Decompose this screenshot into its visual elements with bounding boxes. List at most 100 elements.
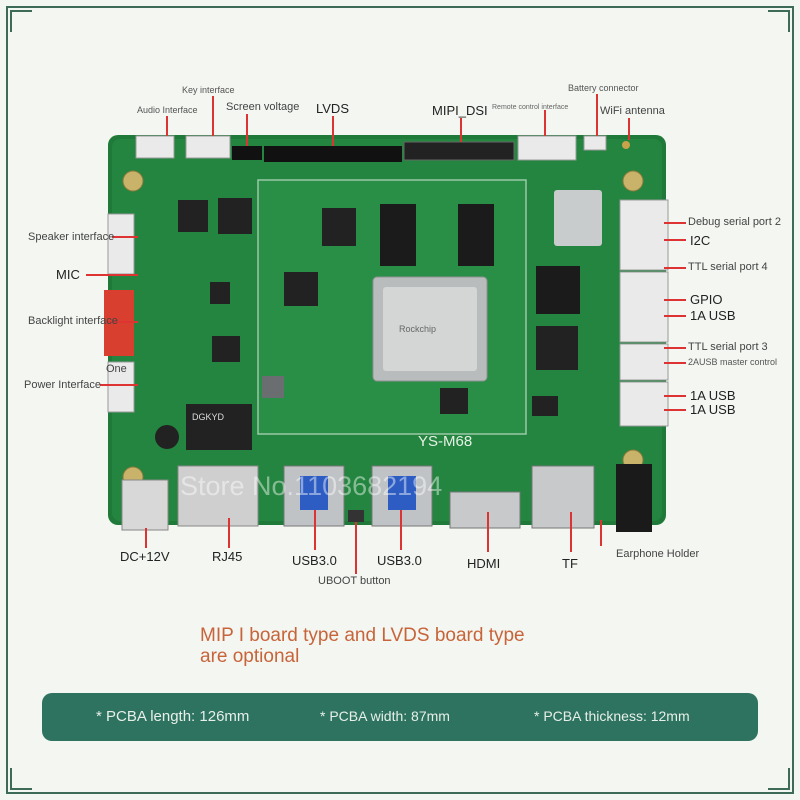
frame-corner <box>768 768 790 790</box>
chip <box>178 200 208 232</box>
indicator-line <box>228 518 230 548</box>
label-rj45: RJ45 <box>212 549 243 564</box>
indicator-line <box>664 347 686 349</box>
label-lvds: LVDS <box>316 101 349 116</box>
label-1a-usb: 1A USB <box>690 402 736 417</box>
indicator-line <box>600 520 602 546</box>
indicator-line <box>166 116 168 136</box>
frame-corner <box>768 10 790 32</box>
chip <box>210 282 230 304</box>
hdmi-port <box>449 491 521 529</box>
mipi-connector <box>403 141 515 161</box>
indicator-line <box>246 114 248 146</box>
indicator-line <box>212 96 214 136</box>
remote-connector <box>517 135 577 161</box>
chip <box>212 336 240 362</box>
inductor <box>262 376 284 398</box>
indicator-line <box>86 274 138 276</box>
frame-corner <box>10 768 32 790</box>
label-hdmi: HDMI <box>467 556 501 571</box>
label-wifi-antenna: WiFi antenna <box>600 105 665 117</box>
ram-chip <box>458 204 494 266</box>
indicator-line <box>664 409 686 411</box>
spec-length: * PCBA length: 126mm <box>96 708 250 725</box>
indicator-line <box>544 110 546 136</box>
indicator-line <box>332 116 334 146</box>
tf-slot <box>531 465 595 529</box>
indicator-line <box>664 299 686 301</box>
spec-width: * PCBA width: 87mm <box>320 708 450 724</box>
indicator-line <box>570 512 572 552</box>
label-mipi-dsi: MIPI_DSI <box>432 103 488 118</box>
label-speaker-interface: Speaker interface <box>28 231 115 243</box>
label-mic: MIC <box>56 267 80 282</box>
usb-header <box>619 381 669 427</box>
module-text: DGKYD <box>192 412 225 422</box>
spec-thickness: * PCBA thickness: 12mm <box>534 708 690 724</box>
battery-socket <box>583 135 607 151</box>
label-one: One <box>106 363 127 375</box>
label-power-interface: Power Interface <box>24 379 102 391</box>
gpio-header <box>619 271 669 343</box>
label-dc-12v: DC+12V <box>120 549 170 564</box>
ram-chip <box>380 204 416 266</box>
lvds-header <box>264 146 402 162</box>
label-usb30: USB3.0 <box>377 553 422 568</box>
label-usb30: USB3.0 <box>292 553 337 568</box>
option-note: MIP I board type and LVDS board type are… <box>200 625 525 668</box>
label-key-interface: Key interface <box>182 85 235 95</box>
label-ttl-serial-4: TTL serial port 4 <box>688 261 768 273</box>
spec-bar: * PCBA length: 126mm * PCBA width: 87mm … <box>42 693 758 741</box>
speaker-connector <box>107 213 135 275</box>
indicator-line <box>664 395 686 397</box>
label-debug-serial-2: Debug serial port 2 <box>688 216 781 228</box>
indicator-line <box>100 384 138 386</box>
indicator-line <box>596 94 598 136</box>
option-note-line: MIP I board type and LVDS board type <box>200 625 525 646</box>
indicator-line <box>314 510 316 550</box>
indicator-line <box>487 512 489 552</box>
power-connector <box>107 361 135 413</box>
label-tf: TF <box>562 556 578 571</box>
key-connector <box>185 135 231 159</box>
audio-connector <box>135 135 175 159</box>
ethernet-transformer <box>186 404 252 450</box>
chip <box>322 208 356 246</box>
label-1a-usb: 1A USB <box>690 388 736 403</box>
rj45-port <box>177 465 259 527</box>
label-earphone-holder: Earphone Holder <box>616 548 700 560</box>
serial-header <box>619 199 669 271</box>
label-uboot-button: UBOOT button <box>318 575 391 587</box>
chip-brand: Rockchip <box>399 324 436 334</box>
label-1a-usb: 1A USB <box>690 308 736 323</box>
option-note-line: are optional <box>200 645 300 667</box>
indicator-line <box>664 315 686 317</box>
indicator-line <box>664 362 686 364</box>
screen-voltage-header <box>232 146 262 160</box>
backlight-connector <box>104 290 134 356</box>
label-battery-connector: Battery connector <box>568 83 639 93</box>
label-i2c: I2C <box>690 233 711 248</box>
capacitor <box>155 425 179 449</box>
indicator-line <box>628 118 630 140</box>
indicator-line <box>112 236 138 238</box>
chip <box>218 198 252 234</box>
label-usb-master-control: 2AUSB master control <box>688 357 778 367</box>
chip <box>536 326 578 370</box>
uboot-button <box>348 510 364 522</box>
board-model: YS-M68 <box>418 433 472 450</box>
emmc-chip <box>536 266 580 314</box>
label-audio-interface: Audio Interface <box>137 105 198 115</box>
chip <box>284 272 318 306</box>
indicator-line <box>400 510 402 550</box>
label-backlight-interface: Backlight interface <box>28 315 118 327</box>
label-ttl-serial-3: TTL serial port 3 <box>688 341 768 353</box>
indicator-line <box>664 267 686 269</box>
indicator-line <box>460 118 462 142</box>
dc-jack <box>121 479 169 531</box>
earphone-jack <box>616 464 652 532</box>
wifi-module <box>554 190 602 246</box>
indicator-line <box>664 222 686 224</box>
frame-corner <box>10 10 32 32</box>
